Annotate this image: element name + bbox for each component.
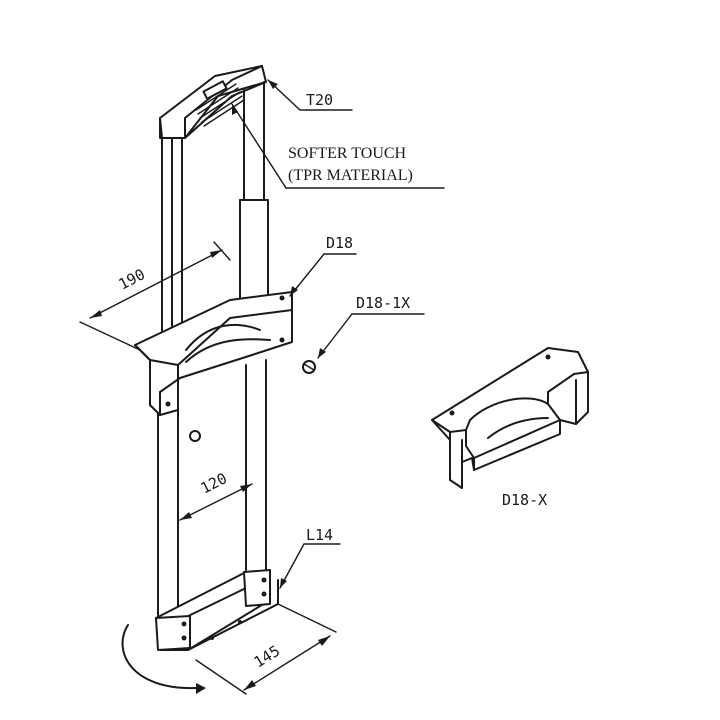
dimension-120: 120	[198, 469, 230, 497]
d18-x-bracket	[431, 347, 589, 489]
rotation-arrow	[121, 624, 206, 694]
label-l14: L14	[306, 526, 333, 544]
label-d18: D18	[326, 234, 353, 252]
softer-touch-grip	[195, 80, 245, 127]
handle-poles	[157, 81, 269, 619]
label-t20: T20	[306, 91, 333, 109]
d18-1x-bolt	[302, 360, 316, 374]
dimension-lines	[79, 241, 337, 695]
label-softer-touch-line1: SOFTER TOUCH	[288, 145, 407, 162]
label-d18-x: D18-X	[502, 491, 547, 509]
dimension-190: 190	[116, 265, 148, 293]
base-plate	[155, 569, 279, 651]
dimension-145: 145	[251, 642, 284, 672]
leader-lines	[231, 79, 445, 589]
label-softer-touch-line2: (TPR MATERIAL)	[288, 167, 413, 184]
top-handle	[159, 65, 267, 139]
label-d18-1x: D18-1X	[356, 294, 410, 312]
d18-bracket	[134, 291, 293, 416]
